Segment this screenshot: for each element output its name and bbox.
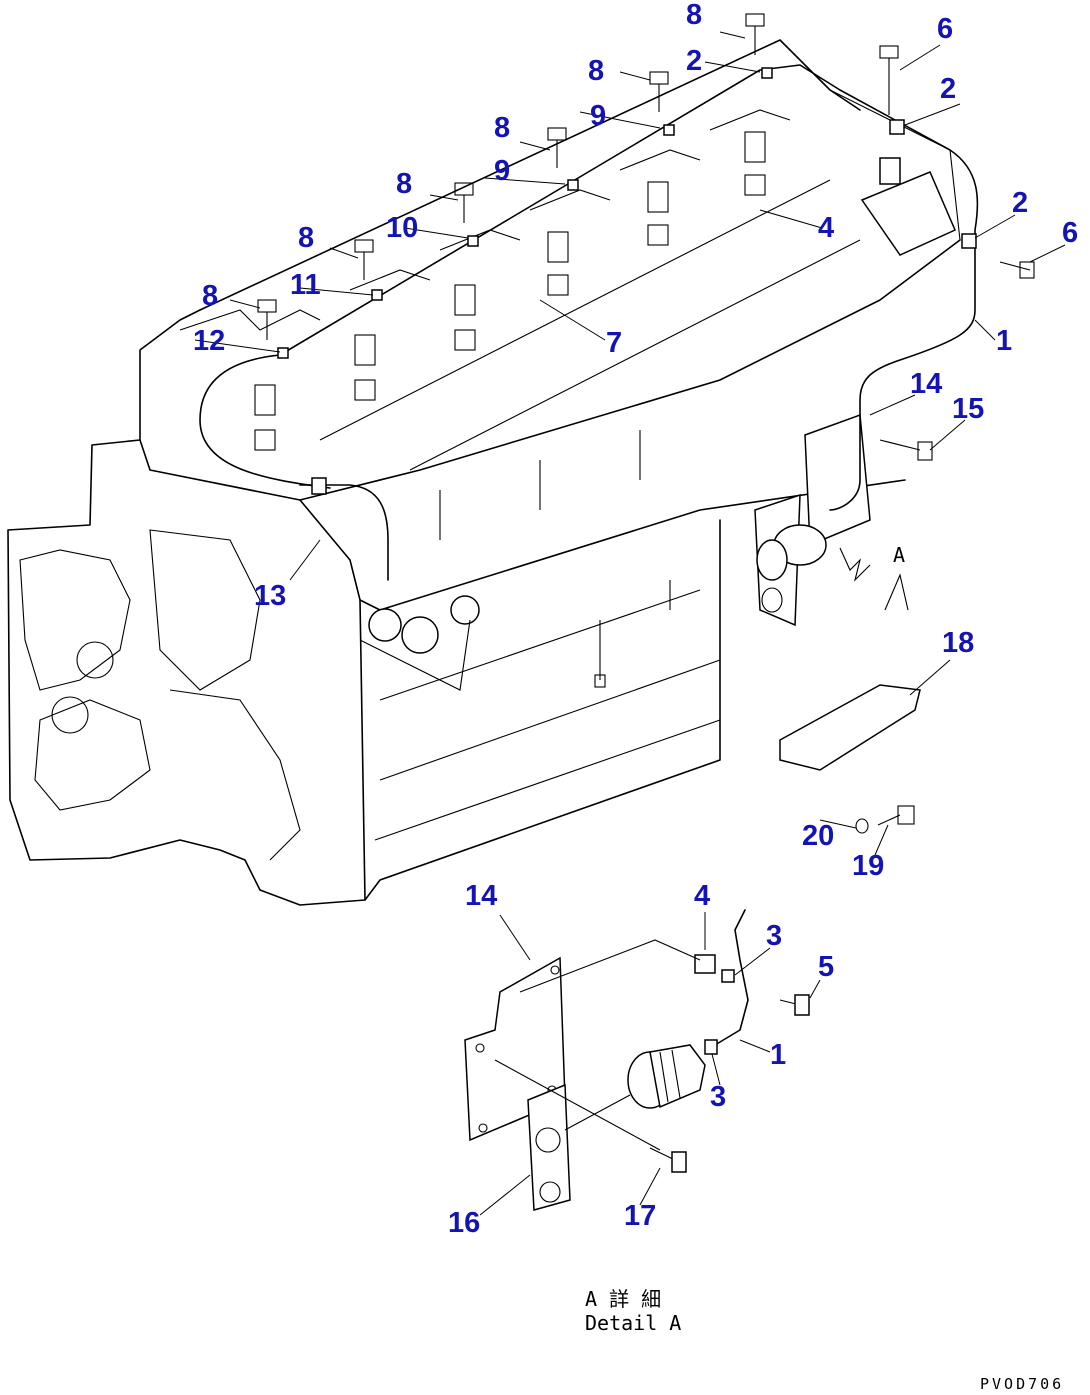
callout-9b: 9 bbox=[494, 155, 510, 187]
callout-1a: 1 bbox=[996, 325, 1012, 357]
callout-2b: 2 bbox=[940, 73, 956, 105]
drawing-code: PVOD706 bbox=[980, 1375, 1064, 1393]
bolt-6 bbox=[257, 299, 277, 340]
callout-8e: 8 bbox=[298, 222, 314, 254]
callout-4b: 4 bbox=[694, 880, 710, 912]
callout-14a: 14 bbox=[910, 368, 942, 400]
callout-5: 5 bbox=[818, 951, 834, 983]
bracket-18 bbox=[779, 684, 921, 771]
callout-8d: 8 bbox=[396, 168, 412, 200]
callout-17: 17 bbox=[624, 1200, 656, 1232]
callout-8a: 8 bbox=[686, 0, 702, 31]
callout-8f: 8 bbox=[202, 280, 218, 312]
callout-11: 11 bbox=[290, 269, 321, 301]
callout-19: 19 bbox=[852, 850, 884, 882]
callout-18: 18 bbox=[942, 627, 974, 659]
callout-3b: 3 bbox=[710, 1081, 726, 1113]
fuel-line bbox=[199, 64, 979, 511]
bolt-5 bbox=[354, 239, 374, 280]
fuel-line-detail bbox=[714, 909, 749, 1046]
bolts bbox=[257, 13, 1035, 340]
fuel-filter bbox=[627, 1044, 706, 1109]
callout-6a: 6 bbox=[937, 13, 953, 45]
callout-4a: 4 bbox=[818, 212, 834, 244]
callout-10: 10 bbox=[386, 212, 418, 244]
callout-20: 20 bbox=[802, 820, 834, 852]
callouts: 8 6 2 8 2 9 8 9 8 2 10 4 6 8 11 8 12 7 1… bbox=[193, 0, 1078, 1239]
installed-bolts bbox=[855, 439, 933, 834]
bolt-6a bbox=[879, 45, 899, 115]
engine-block bbox=[7, 39, 961, 906]
bolt-1 bbox=[745, 13, 765, 55]
bracket-16 bbox=[527, 1083, 571, 1211]
detail-a bbox=[464, 909, 821, 1216]
callout-3a: 3 bbox=[766, 920, 782, 952]
callout-6b: 6 bbox=[1062, 217, 1078, 249]
callout-2a: 2 bbox=[686, 45, 702, 77]
callout-8c: 8 bbox=[494, 112, 510, 144]
callout-12: 12 bbox=[193, 325, 225, 357]
fuel-filter-bracket bbox=[860, 171, 956, 256]
callout-1b: 1 bbox=[770, 1039, 786, 1071]
callout-7: 7 bbox=[606, 327, 622, 359]
detail-caption-en: Detail A bbox=[585, 1311, 681, 1335]
callout-14b: 14 bbox=[465, 880, 497, 912]
clips bbox=[277, 67, 977, 495]
callout-9a: 9 bbox=[590, 100, 606, 132]
detail-caption-jp: A 詳 細 bbox=[585, 1287, 661, 1311]
callout-15: 15 bbox=[952, 393, 984, 425]
bolt-3 bbox=[547, 127, 567, 168]
bolt-4 bbox=[454, 182, 474, 223]
callout-16: 16 bbox=[448, 1207, 480, 1239]
mounting-plate-installed bbox=[754, 413, 871, 627]
fuel-pump bbox=[359, 595, 480, 691]
leader-lines-main bbox=[194, 31, 1066, 856]
bolt-6b bbox=[999, 261, 1035, 279]
callout-2c: 2 bbox=[1012, 187, 1028, 219]
bolt-2 bbox=[649, 71, 669, 112]
callout-13: 13 bbox=[254, 580, 286, 612]
view-marker: A bbox=[893, 543, 905, 567]
callout-8b: 8 bbox=[588, 55, 604, 87]
